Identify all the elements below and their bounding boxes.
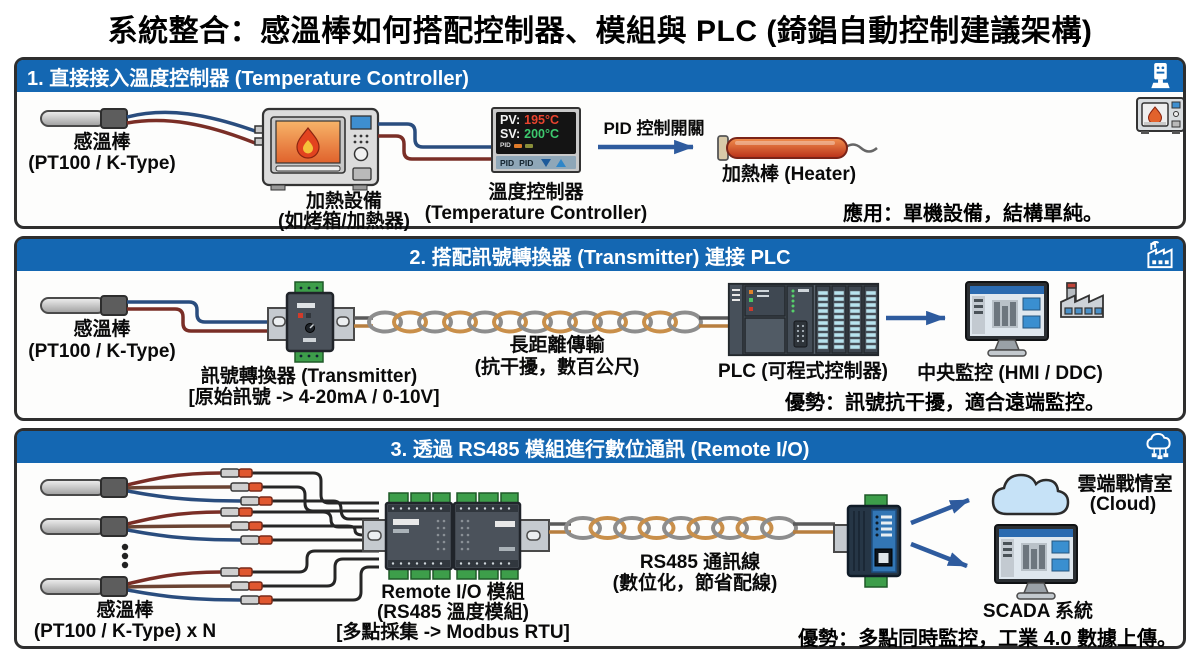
probe-sublabel: (PT100 / K-Type) [28, 341, 176, 362]
panel2-header-text: 2. 搭配訊號轉換器 (Transmitter) 連接 PLC [409, 246, 791, 269]
panel1-header: 1. 直接接入溫度控制器 (Temperature Controller) [17, 60, 1183, 92]
module-sublabel: (RS485 溫度模組) [376, 602, 530, 623]
more-probes-dots [121, 543, 129, 569]
probe-sublabel: (PT100 / K-Type) x N [33, 621, 217, 642]
cable-label: 長距離傳輸 [509, 335, 605, 356]
controller-label: 溫度控制器 [488, 182, 584, 203]
panel1-header-text: 1. 直接接入溫度控制器 (Temperature Controller) [27, 67, 469, 90]
panel3-header-text: 3. 透過 RS485 模組進行數位通訊 (Remote I/O) [390, 438, 810, 461]
temperature-probe [40, 295, 128, 316]
twisted-pair-cable [354, 310, 729, 334]
probe-label: 感溫棒 [96, 600, 154, 621]
panel2-body: 感溫棒 (PT100 / K-Type) 訊號轉換器 (Transmitter)… [17, 271, 1183, 418]
wire-harness [252, 471, 379, 602]
sv-label: SV: [500, 127, 521, 141]
rs485-cable [549, 516, 835, 540]
controller-display: PV:195°C SV:200°C PID [496, 112, 576, 154]
panel-direct-controller: 1. 直接接入溫度控制器 (Temperature Controller) [14, 57, 1186, 232]
module-label: Remote I/O 模組 [381, 582, 525, 603]
module-protocol-label: [多點採集 -> Modbus RTU] [336, 622, 570, 643]
cable-sublabel: (抗干擾，數百公尺) [474, 357, 640, 378]
controller-buttons: PID PID [496, 156, 576, 169]
cloud-label: 雲端戰情室 [1077, 474, 1173, 495]
heater-label: 加熱棒 (Heater) [721, 164, 857, 185]
hmi-label: 中央監控 (HMI / DDC) [917, 363, 1103, 384]
pid-mini-label: PID [500, 142, 511, 149]
indicator-icon [524, 143, 533, 148]
probe-label: 感溫棒 [73, 319, 131, 340]
gateway-to-scada-arrow [910, 541, 968, 569]
factory-outline-icon [1147, 241, 1173, 269]
page-title: 系統整合：感溫棒如何搭配控制器、模組與 PLC (錡錩自動控制建議架構) [107, 15, 1093, 48]
factory-icon [1060, 282, 1104, 318]
panel1-graphics [40, 97, 1183, 191]
temperature-probe [40, 108, 128, 129]
gateway-device [833, 494, 902, 588]
panel-transmitter-plc: 2. 搭配訊號轉換器 (Transmitter) 連接 PLC [14, 236, 1186, 421]
panel3-graphics [40, 468, 1078, 605]
pid-button: PID [500, 157, 515, 168]
oven-sublabel: (如烤箱/加熱器) [278, 211, 410, 232]
panel-rs485-remote-io: 3. 透過 RS485 模組進行數位通訊 (Remote I/O) [14, 428, 1186, 650]
rs485-cable-label: RS485 通訊線 [639, 552, 761, 573]
panel1-note: 應用：單機設備，結構單純。 [843, 203, 1103, 225]
scada-label: SCADA 系統 [982, 601, 1094, 622]
oven-icon [1136, 97, 1183, 134]
plc-label: PLC (可程式控制器) [718, 361, 888, 382]
panel3-note: 優勢：多點同時監控，工業 4.0 數據上傳。 [798, 628, 1177, 650]
panel2-graphics [40, 281, 1104, 363]
panel3-header: 3. 透過 RS485 模組進行數位通訊 (Remote I/O) [17, 431, 1183, 463]
oven-label: 加熱設備 [305, 191, 383, 212]
cloud-icon [991, 473, 1070, 516]
panel2-header: 2. 搭配訊號轉換器 (Transmitter) 連接 PLC [17, 239, 1183, 271]
transmitter-sublabel: [原始訊號 -> 4-20mA / 0-10V] [188, 387, 440, 408]
indicator-icon [513, 143, 522, 148]
pid-arrow-label: PID 控制開關 [603, 119, 705, 138]
transmitter-label: 訊號轉換器 (Transmitter) [200, 366, 418, 387]
cloud-sublabel: (Cloud) [1089, 494, 1157, 515]
panel2-note: 優勢：訊號抗干擾，適合遠端監控。 [785, 392, 1105, 414]
probe-label: 感溫棒 [73, 132, 131, 153]
panel1-body: PV:195°C SV:200°C PID PID PID 感溫棒 (PT100… [17, 92, 1183, 232]
heating-equipment-oven [254, 107, 380, 191]
signal-transmitter [267, 281, 355, 363]
pid-button: PID [519, 157, 534, 168]
up-arrow-icon [556, 158, 567, 167]
panel3-body: 感溫棒 (PT100 / K-Type) x N Remote I/O 模組 (… [17, 463, 1183, 650]
scada-monitor [994, 524, 1078, 600]
temperature-probes [40, 468, 273, 605]
remote-io-module [362, 492, 550, 580]
plc-unit [727, 282, 880, 357]
heater-rod [717, 135, 878, 161]
rs485-cable-sublabel: (數位化，節省配線) [612, 573, 778, 594]
down-arrow-icon [541, 158, 552, 167]
machine-icon [1151, 62, 1170, 89]
controller-sublabel: (Temperature Controller) [424, 203, 648, 224]
sv-value: 200°C [524, 127, 560, 141]
pv-label: PV: [500, 113, 521, 127]
probe-sublabel: (PT100 / K-Type) [28, 153, 176, 174]
gateway-to-cloud-arrow [910, 497, 970, 526]
hmi-monitor [965, 281, 1049, 357]
pv-value: 195°C [524, 113, 560, 127]
cloud-network-icon [1146, 433, 1171, 460]
temperature-controller: PV:195°C SV:200°C PID PID PID [491, 107, 581, 173]
